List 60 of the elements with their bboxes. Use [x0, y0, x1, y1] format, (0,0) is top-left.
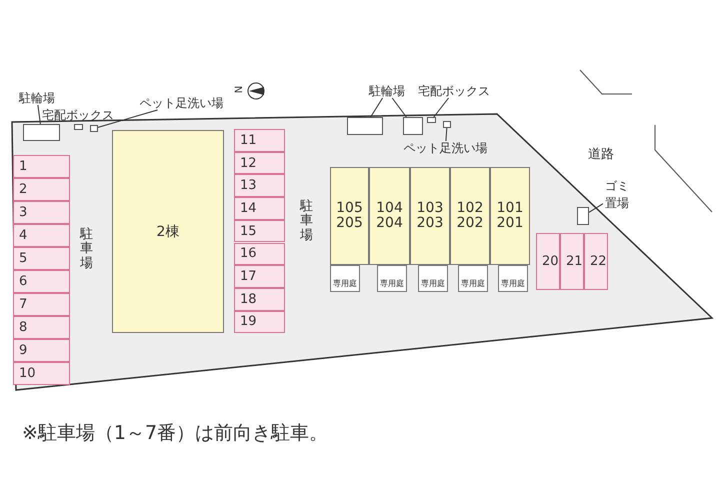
footnote: ※駐車場（1～7番）は前向き駐車。	[22, 421, 328, 446]
facility-box	[427, 117, 436, 123]
parking-space: 18	[234, 288, 285, 311]
private-garden: 専用庭	[330, 265, 360, 292]
parking-space: 13	[234, 174, 285, 198]
leader-line	[588, 203, 604, 213]
private-garden: 専用庭	[377, 265, 407, 292]
leader-line	[98, 110, 158, 128]
apartment-unit: 101 201	[490, 167, 530, 265]
parking-space: 16	[234, 242, 285, 266]
parking-space: 10	[13, 362, 70, 385]
facility-label: ペット足洗い場	[398, 141, 493, 155]
north-label: N	[234, 86, 246, 94]
parking-space: 2	[13, 178, 70, 201]
parking-space: 3	[13, 201, 70, 224]
facility-label: ペット足洗い場	[134, 96, 229, 110]
leader-line	[445, 128, 448, 142]
parking-space: 1	[13, 155, 70, 178]
facility-label: 駐輪場	[12, 91, 62, 105]
parking-space: 5	[13, 247, 70, 270]
parking-space: 19	[234, 310, 285, 334]
apartment-unit: 103 203	[410, 167, 450, 265]
area-label: 駐車場	[300, 200, 313, 243]
parking-space: 15	[234, 220, 285, 242]
parking-space: 22	[584, 233, 608, 290]
parking-space: 4	[13, 224, 70, 247]
parking-space: 17	[234, 265, 285, 288]
facility-label: 駐輪場	[362, 84, 412, 98]
parking-space: 21	[560, 233, 584, 290]
parking-space: 12	[234, 152, 285, 174]
area-label: 駐車場	[80, 228, 93, 271]
facility-box	[403, 117, 423, 135]
parking-space: 8	[13, 316, 70, 339]
leader-line	[37, 104, 41, 124]
leader-line	[370, 98, 384, 118]
parking-space: 11	[234, 129, 285, 152]
facility-label: 宅配ボックス	[414, 84, 494, 98]
private-garden: 専用庭	[458, 265, 488, 292]
apartment-unit: 105 205	[330, 167, 369, 265]
road-label: 道路	[588, 146, 614, 163]
parking-space: 20	[536, 233, 560, 290]
leader-line	[392, 98, 407, 118]
building-block: 2棟	[112, 130, 224, 333]
private-garden: 専用庭	[498, 265, 528, 292]
apartment-unit: 104 204	[369, 167, 410, 265]
facility-box	[577, 207, 589, 225]
facility-box	[90, 125, 98, 132]
facility-box	[23, 124, 60, 141]
private-garden: 専用庭	[418, 265, 448, 292]
parking-space: 14	[234, 197, 285, 220]
facility-box	[443, 121, 451, 128]
parking-space: 9	[13, 339, 70, 362]
apartment-unit: 102 202	[450, 167, 490, 265]
facility-box	[347, 117, 383, 135]
facility-label: ゴミ置場	[603, 180, 631, 210]
parking-space: 7	[13, 293, 70, 316]
leader-line	[433, 98, 450, 118]
facility-label: 宅配ボックス	[42, 107, 114, 124]
parking-space: 6	[13, 270, 70, 293]
facility-box	[74, 124, 83, 130]
